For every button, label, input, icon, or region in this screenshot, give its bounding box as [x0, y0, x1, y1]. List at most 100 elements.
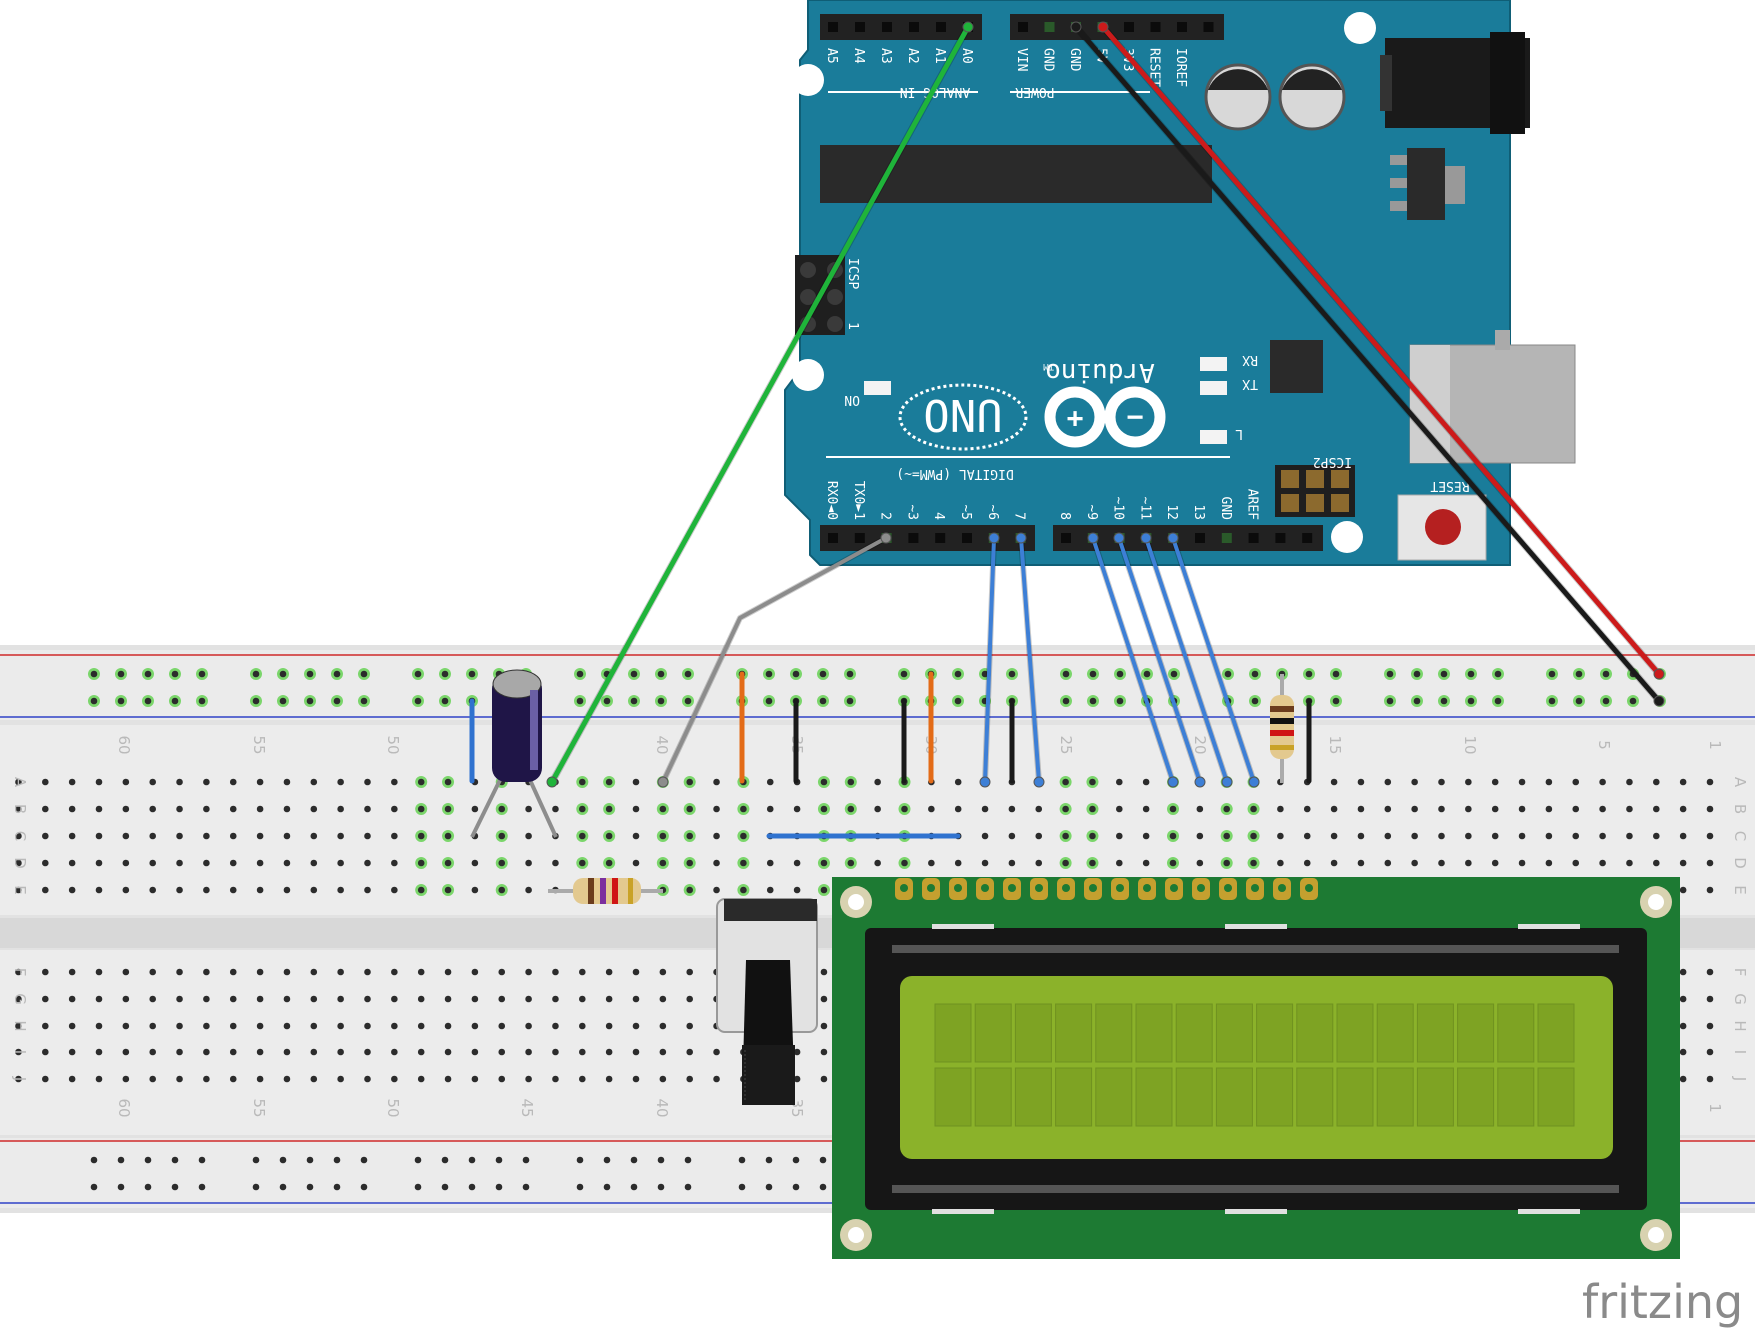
breadboard-hole	[1196, 832, 1204, 840]
breadboard-hole	[901, 859, 908, 867]
breadboard-hole	[229, 995, 237, 1003]
breadboard-hole	[149, 1075, 156, 1083]
breadboard-hole	[686, 1022, 693, 1030]
breadboard-hole	[632, 1075, 640, 1083]
column-number: 45	[518, 1098, 536, 1117]
breadboard-hole	[176, 832, 183, 840]
breadboard-hole	[283, 1048, 291, 1056]
header-pin	[828, 22, 838, 32]
lcd-char-cell	[1497, 1067, 1535, 1127]
breadboard-hole	[1494, 697, 1502, 705]
resistor-vertical	[1270, 674, 1294, 783]
breadboard-hole	[391, 1022, 398, 1030]
column-number: 1	[1706, 740, 1724, 750]
breadboard-hole	[15, 886, 22, 894]
breadboard-hole	[95, 1075, 103, 1083]
breadboard-hole	[203, 1048, 210, 1056]
breadboard-hole	[820, 968, 828, 976]
breadboard-hole	[122, 1022, 130, 1030]
breadboard-hole	[417, 805, 425, 813]
breadboard-hole	[391, 995, 398, 1003]
breadboard-hole	[1602, 697, 1610, 705]
lcd-pin-hole	[927, 884, 935, 892]
wire-end	[1097, 21, 1109, 33]
breadboard-hole	[766, 859, 774, 867]
breadboard-hole	[279, 697, 287, 705]
lcd-char-cell	[1014, 1003, 1052, 1063]
breadboard-hole	[468, 1156, 476, 1164]
breadboard-hole	[1599, 778, 1606, 786]
breadboard-hole	[1575, 697, 1583, 705]
lcd-char-cell	[1055, 1003, 1093, 1063]
column-number: 60	[115, 1098, 133, 1117]
column-number: 25	[1057, 735, 1075, 754]
breadboard-hole	[1545, 859, 1553, 867]
breadboard-hole	[1116, 832, 1123, 840]
breadboard-hole	[95, 995, 103, 1003]
breadboard-hole	[819, 1183, 827, 1191]
breadboard-hole	[117, 1156, 125, 1164]
breadboard-hole	[471, 968, 479, 976]
breadboard-hole	[256, 805, 264, 813]
row-letter: B	[11, 804, 29, 814]
header-pin	[935, 533, 946, 543]
breadboard-hole	[229, 832, 237, 840]
header-pin	[1150, 22, 1161, 32]
breadboard-hole	[1169, 859, 1177, 867]
lcd-pin-hole	[1251, 884, 1259, 892]
breadboard-hole	[576, 1156, 584, 1164]
breadboard-hole	[576, 697, 584, 705]
power-header	[1010, 14, 1224, 40]
breadboard-hole	[1518, 778, 1526, 786]
breadboard-hole	[444, 1075, 452, 1083]
breadboard-hole	[605, 1075, 613, 1083]
breadboard-hole	[981, 859, 989, 867]
breadboard-hole	[1062, 832, 1069, 840]
breadboard-hole	[846, 697, 854, 705]
breadboard-hole	[766, 805, 774, 813]
breadboard-hole	[1706, 886, 1714, 894]
breadboard-hole	[1008, 805, 1016, 813]
pin-label: 8	[1057, 512, 1072, 520]
lcd-pin-hole	[1089, 884, 1097, 892]
breadboard-hole	[605, 995, 613, 1003]
breadboard-hole	[498, 1048, 506, 1056]
breadboard-hole	[1465, 859, 1472, 867]
breadboard-hole	[42, 778, 49, 786]
breadboard-hole	[310, 859, 318, 867]
lcd-char-cell	[1215, 1003, 1253, 1063]
breadboard-hole	[657, 1156, 665, 1164]
breadboard-hole	[579, 995, 586, 1003]
breadboard-hole	[1438, 832, 1445, 840]
breadboard-hole	[68, 832, 76, 840]
row-letter: I	[11, 1050, 29, 1054]
breadboard-hole	[820, 805, 828, 813]
breadboard-hole	[279, 1183, 287, 1191]
breadboard-hole	[364, 968, 371, 976]
lcd-char-cell	[974, 1003, 1012, 1063]
breadboard-hole	[417, 968, 425, 976]
breadboard-hole	[310, 805, 318, 813]
breadboard-hole	[928, 805, 935, 813]
breadboard-hole	[229, 1075, 237, 1083]
breadboard-hole	[981, 805, 989, 813]
pin-label: TX0►1	[851, 481, 866, 520]
header-pin	[1248, 533, 1259, 543]
lcd-mount-hole-center	[848, 894, 864, 910]
breadboard-hole	[900, 670, 908, 678]
breadboard-hole	[1679, 778, 1687, 786]
header-pin	[909, 22, 919, 32]
lcd-char-cell	[1296, 1003, 1334, 1063]
pin-label: A0	[959, 48, 974, 64]
breadboard-hole	[471, 995, 479, 1003]
breadboard-hole	[1706, 995, 1714, 1003]
breadboard-hole	[819, 670, 827, 678]
breadboard-hole	[256, 832, 264, 840]
breadboard-hole	[1411, 859, 1418, 867]
wire-end	[1070, 21, 1082, 33]
breadboard-hole	[122, 832, 130, 840]
pin-label: A5	[824, 48, 839, 64]
breadboard-hole	[391, 1075, 398, 1083]
breadboard-hole	[819, 1156, 827, 1164]
breadboard-hole	[1089, 832, 1096, 840]
